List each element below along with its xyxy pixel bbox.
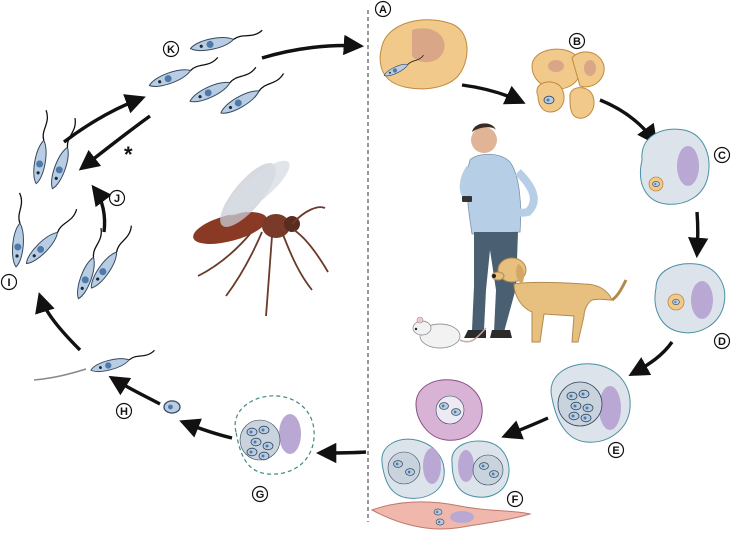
stage-d-host-cell — [655, 264, 725, 333]
arrow-k-to-a — [262, 46, 360, 59]
arrow-f-to-g — [320, 452, 366, 453]
stage-label-a: A — [376, 2, 391, 17]
flagellum-h — [34, 369, 86, 380]
stage-g-rupturing-cell — [235, 396, 314, 474]
svg-text:H: H — [120, 406, 128, 418]
sandfly-icon — [190, 153, 328, 316]
stage-label-f: F — [508, 492, 523, 507]
arrow-b-to-c — [600, 100, 655, 142]
stage-i-promastigotes — [11, 110, 83, 267]
svg-text:D: D — [718, 336, 726, 348]
svg-text:E: E — [612, 445, 619, 457]
svg-text:K: K — [167, 44, 175, 56]
arrow-d-to-e — [632, 342, 672, 374]
stage-e-infected-cell — [551, 364, 630, 442]
svg-text:C: C — [718, 150, 726, 162]
stage-f-infected-cells — [372, 380, 530, 529]
arrow-a-to-b — [462, 85, 522, 102]
stage-j-promastigotes — [74, 224, 139, 300]
asterisk-mark: * — [124, 142, 133, 167]
stage-label-k: K — [164, 42, 179, 57]
arrow-c-to-d — [697, 212, 698, 254]
arrow-h-to-i-1 — [112, 378, 160, 404]
arrow-g-to-h — [183, 422, 232, 438]
svg-text:B: B — [573, 36, 581, 48]
stage-c-host-cell — [640, 129, 709, 204]
stage-label-g: G — [253, 487, 268, 502]
stage-label-d: D — [715, 334, 730, 349]
stage-b-macrophages — [532, 49, 604, 118]
arrow-j — [94, 188, 105, 232]
stage-label-e: E — [609, 443, 624, 458]
stage-label-b: B — [570, 34, 585, 49]
svg-text:A: A — [379, 4, 387, 16]
stage-a-macrophage — [380, 20, 467, 89]
svg-text:F: F — [512, 494, 519, 506]
svg-text:G: G — [256, 489, 265, 501]
stage-label-c: C — [715, 148, 730, 163]
stage-label-j: J — [110, 191, 125, 206]
svg-text:J: J — [114, 193, 120, 205]
svg-text:I: I — [7, 277, 10, 289]
arrow-h-to-i-2 — [40, 296, 80, 350]
arrow-e-to-f — [505, 418, 548, 436]
stage-label-i: I — [2, 275, 17, 290]
stage-label-h: H — [117, 404, 132, 419]
